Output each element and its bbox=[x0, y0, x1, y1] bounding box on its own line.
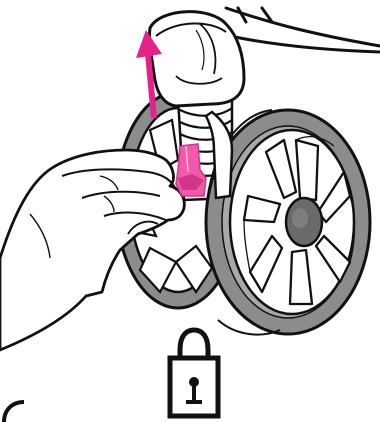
partial-icon-circle bbox=[4, 402, 24, 422]
lock-closed-icon bbox=[170, 330, 218, 416]
swivel-housing bbox=[149, 12, 244, 106]
stroller-frame-tubes bbox=[226, 8, 380, 52]
